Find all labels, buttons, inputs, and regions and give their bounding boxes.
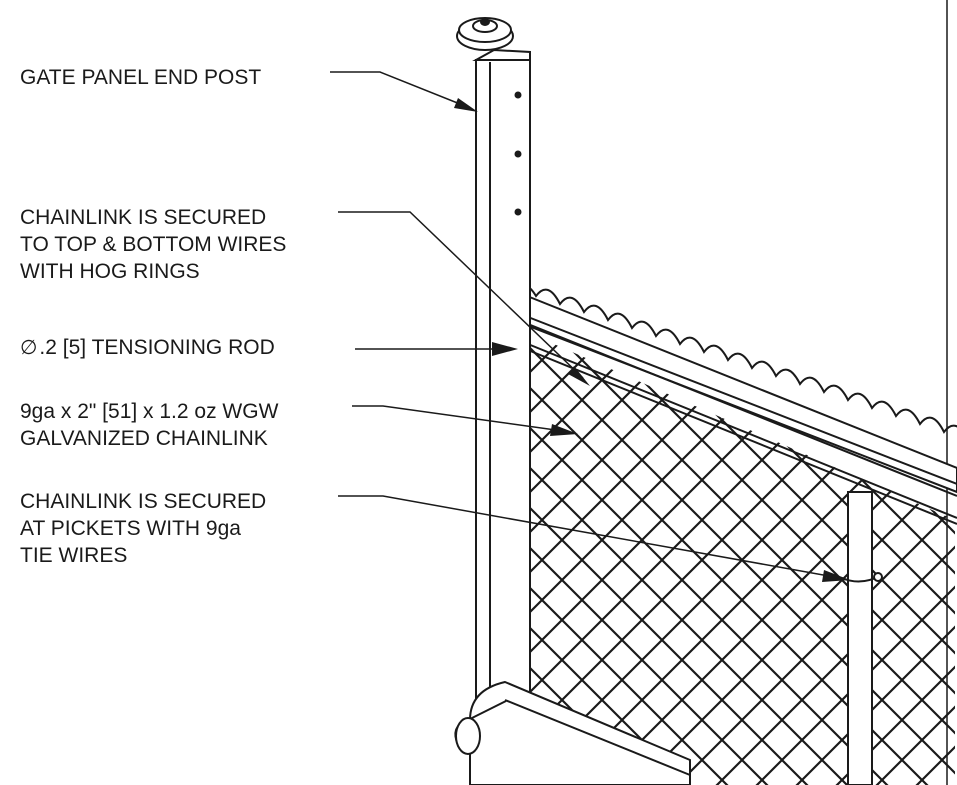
post-cap bbox=[456, 17, 514, 51]
knuckled-selvage bbox=[511, 284, 957, 434]
leader-lines bbox=[330, 71, 841, 579]
callout-line: GALVANIZED CHAINLINK bbox=[20, 427, 268, 450]
arrow-tie-wire bbox=[822, 570, 850, 582]
tension-rod bbox=[517, 339, 957, 525]
callout-line: TO TOP & BOTTOM WIRES bbox=[20, 233, 287, 256]
picket bbox=[847, 491, 873, 785]
arrow-hog-ring bbox=[568, 366, 590, 386]
callout-line: WITH HOG RINGS bbox=[20, 260, 200, 283]
arrow-gate-post bbox=[454, 98, 478, 112]
callout-line: GATE PANEL END POST bbox=[20, 66, 262, 89]
callout-line: 9ga x 2" [51] x 1.2 oz WGW bbox=[20, 400, 279, 423]
callout-gate-panel-end-post: GATE PANEL END POST bbox=[20, 64, 261, 91]
callout-hog-rings: CHAINLINK IS SECURED TO TOP & BOTTOM WIR… bbox=[20, 204, 286, 285]
callout-line: .2 [5] TENSIONING ROD bbox=[39, 336, 275, 359]
callout-line: CHAINLINK IS SECURED bbox=[20, 206, 267, 229]
callout-line: AT PICKETS WITH 9ga bbox=[20, 517, 241, 540]
diameter-symbol: ∅ bbox=[20, 335, 38, 359]
leader-arrowheads bbox=[454, 98, 850, 582]
arrow-tension-rod bbox=[492, 342, 518, 356]
callout-tensioning-rod: ∅.2 [5] TENSIONING ROD bbox=[20, 334, 275, 361]
gate-end-post bbox=[472, 48, 531, 785]
bottom-roller bbox=[454, 680, 691, 785]
chainlink-mesh bbox=[522, 330, 955, 785]
arrow-chainlink bbox=[550, 424, 578, 436]
callout-chainlink-spec: 9ga x 2" [51] x 1.2 oz WGW GALVANIZED CH… bbox=[20, 398, 278, 452]
callout-line: TIE WIRES bbox=[20, 544, 128, 567]
callout-tie-wires: CHAINLINK IS SECURED AT PICKETS WITH 9ga… bbox=[20, 488, 266, 569]
callout-line: CHAINLINK IS SECURED bbox=[20, 490, 267, 513]
